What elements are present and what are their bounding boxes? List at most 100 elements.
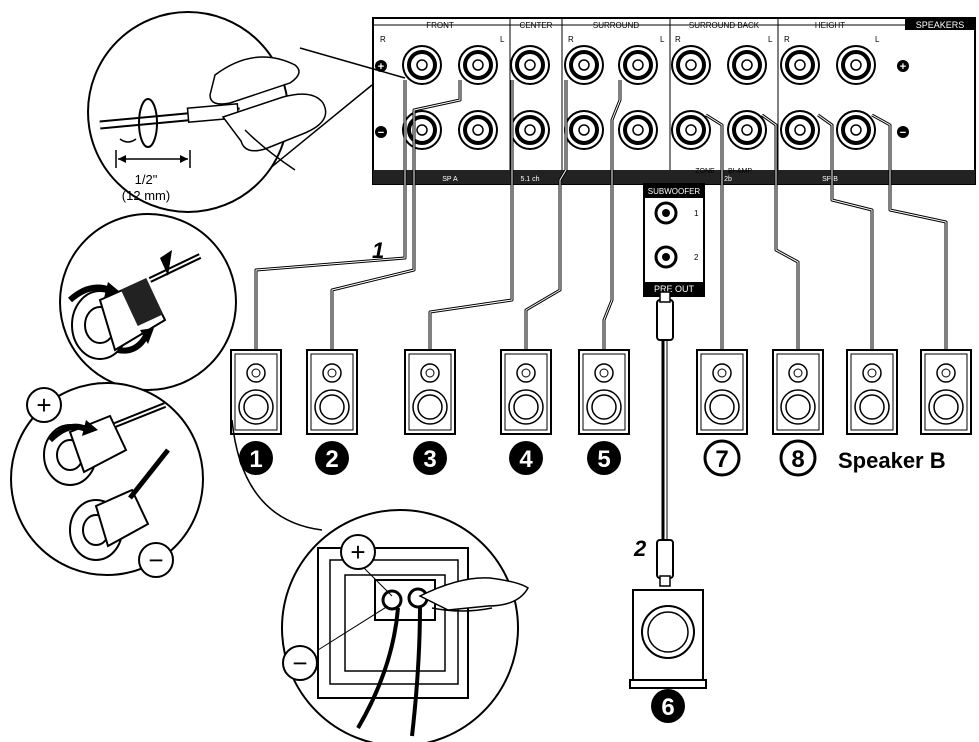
speaker-cabinet-9 — [920, 349, 972, 435]
insert-minus-icon: − — [282, 645, 318, 681]
speaker-cable-core-3 — [429, 80, 513, 350]
speaker-number-7: 7 — [703, 439, 741, 477]
speaker-cabinet-1 — [230, 349, 282, 435]
speaker-cabinet-2 — [306, 349, 358, 435]
step-1-label: 1 — [372, 238, 384, 263]
speakers-label: SPEAKERS — [916, 20, 965, 30]
speaker-terminals — [402, 45, 876, 150]
section-height: HEIGHT — [815, 21, 845, 30]
jack-number-2: 2 — [694, 253, 699, 262]
speaker-cable-core-2 — [331, 80, 461, 350]
terminal-minus-9 — [836, 110, 876, 150]
subwoofer-number-badge — [651, 689, 685, 723]
svg-text:−: − — [292, 648, 307, 678]
wire-strip-detail: 1/2" (12 mm) — [87, 11, 406, 213]
svg-text:+: + — [36, 390, 51, 420]
speaker-cabinet-8 — [846, 349, 898, 435]
polarity-minus-icon: − — [138, 542, 174, 578]
polarity-detail: + − — [10, 382, 204, 578]
strip-length-imperial: 1/2" — [135, 172, 158, 187]
terminal-minus-4 — [564, 110, 604, 150]
label-sp-a: SP A — [442, 176, 458, 183]
speaker-number-1: 1 — [239, 441, 273, 475]
panel-minus-right: − — [897, 126, 909, 139]
speaker-cabinet-5 — [578, 349, 630, 435]
label-2b: 2b — [724, 176, 732, 183]
insert-plus-icon: + — [340, 534, 376, 570]
subwoofer-pre-out-panel: SUBWOOFER 1 2 PRE OUT — [643, 183, 705, 297]
svg-text:2: 2 — [325, 446, 338, 473]
step-2-label: 2 — [633, 536, 647, 561]
svg-text:+: + — [900, 61, 906, 73]
polarity-plus-icon: + — [26, 387, 62, 423]
surround-l: L — [660, 35, 665, 44]
panel-minus-left: − — [375, 126, 387, 139]
speaker-number-3: 3 — [413, 441, 447, 475]
speaker-cable-core-5 — [603, 80, 621, 350]
svg-text:5: 5 — [597, 446, 610, 473]
surround-back-l: L — [768, 35, 773, 44]
speaker-numbers: 1 2 3 4 5 7 8 Speaker B — [239, 439, 946, 477]
label-bi-amp: BI-AMP — [728, 168, 752, 175]
panel-plus-left: + — [375, 60, 387, 73]
surround-r: R — [568, 35, 574, 44]
terminal-minus-1 — [402, 110, 442, 150]
svg-text:1: 1 — [249, 446, 262, 473]
terminal-plus-5 — [618, 45, 658, 85]
section-front: FRONT — [426, 21, 454, 30]
speaker-cabinet-3 — [404, 349, 456, 435]
speaker-cable-core-4 — [525, 80, 567, 350]
svg-text:+: + — [378, 61, 384, 73]
terminal-plus-7 — [727, 45, 767, 85]
speaker-cable-core-1 — [255, 80, 406, 350]
terminal-minus-5 — [618, 110, 658, 150]
svg-text:−: − — [378, 127, 384, 139]
rear-panel: FRONT CENTER SURROUND SURROUND BACK HEIG… — [372, 17, 976, 185]
height-l: L — [875, 35, 880, 44]
svg-text:−: − — [900, 127, 906, 139]
terminal-plus-4 — [564, 45, 604, 85]
jack-number-1: 1 — [694, 209, 699, 218]
speaker-cabinet-6 — [696, 349, 748, 435]
section-surround-back: SURROUND BACK — [689, 21, 760, 30]
speaker-row — [230, 349, 972, 435]
speaker-cable-core-6 — [705, 114, 723, 350]
height-r: R — [784, 35, 790, 44]
speaker-cables — [254, 80, 948, 350]
front-l: L — [500, 35, 505, 44]
subwoofer-unit: 6 — [629, 589, 707, 723]
speaker-b-label: Speaker B — [838, 448, 946, 473]
surround-back-r: R — [675, 35, 681, 44]
svg-text:4: 4 — [519, 446, 533, 473]
terminal-plus-9 — [836, 45, 876, 85]
speakers-label-bg — [905, 18, 975, 30]
panel-plus-right: + — [897, 60, 909, 73]
subwoofer-number: 6 — [661, 694, 674, 721]
speaker-cabinet-4 — [500, 349, 552, 435]
speaker-cabinet-7 — [772, 349, 824, 435]
strip-length-metric: (12 mm) — [122, 188, 170, 203]
label-sp-b: SP B — [822, 176, 838, 183]
speaker-cable-core-7 — [761, 114, 799, 350]
svg-text:7: 7 — [715, 446, 728, 473]
speaker-number-4: 4 — [509, 441, 543, 475]
label-zone: ZONE — [695, 168, 715, 175]
speaker-back-insert-detail: + − — [231, 419, 529, 742]
terminal-plus-8 — [780, 45, 820, 85]
terminal-minus-7 — [727, 110, 767, 150]
terminal-minus-2 — [458, 110, 498, 150]
section-surround: SURROUND — [593, 21, 639, 30]
label-5-1ch: 5.1 ch — [520, 176, 539, 183]
terminal-plus-6 — [671, 45, 711, 85]
terminal-plus-3 — [510, 45, 550, 85]
terminal-minus-8 — [780, 110, 820, 150]
terminal-plus-1 — [402, 45, 442, 85]
terminal-minus-3 — [510, 110, 550, 150]
panel-bottom-strip — [373, 170, 975, 184]
speaker-number-5: 5 — [587, 441, 621, 475]
speaker-number-2: 2 — [315, 441, 349, 475]
front-r: R — [380, 35, 386, 44]
section-center: CENTER — [520, 21, 553, 30]
svg-text:8: 8 — [791, 446, 804, 473]
